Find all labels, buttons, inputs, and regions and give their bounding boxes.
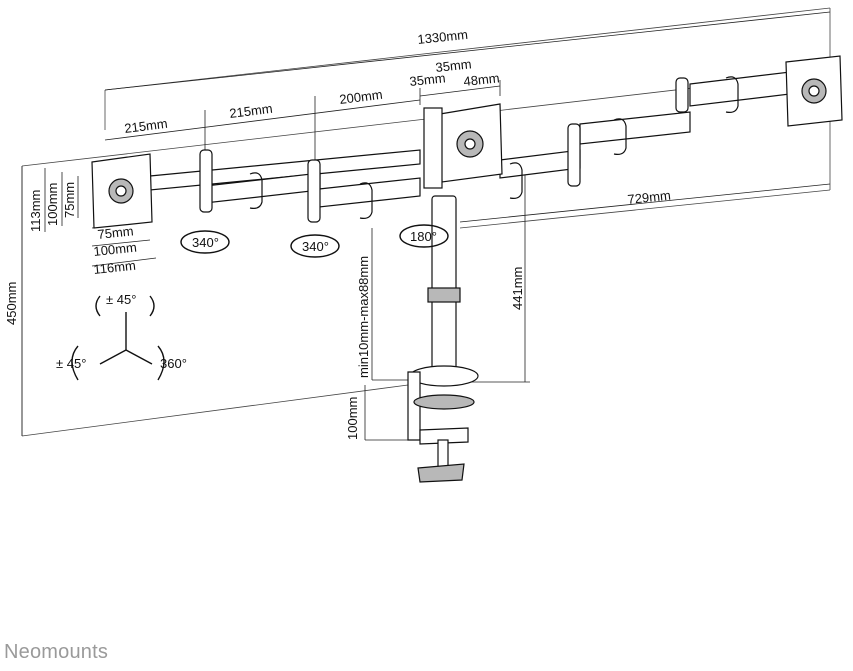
- label-vesa-w-116: 116mm: [93, 258, 137, 277]
- label-arm-2: 215mm: [229, 101, 274, 121]
- brand-logo-text: Neomounts: [4, 641, 109, 663]
- label-right-reach: 729mm: [627, 188, 672, 207]
- label-tilt-top: ± 45°: [106, 292, 136, 307]
- label-joint-middle: 340°: [302, 239, 329, 254]
- label-overall-height: 450mm: [4, 282, 19, 325]
- label-head-depth-2: 35mm: [409, 70, 446, 89]
- dimension-lines: [21, 11, 831, 441]
- vesa-plate-right: [785, 55, 843, 127]
- label-vesa-h-75: 75mm: [62, 182, 77, 218]
- label-joint-left: 340°: [192, 235, 219, 250]
- label-center-pivot: 180°: [410, 229, 437, 244]
- label-arm-3: 200mm: [339, 87, 384, 107]
- vesa-plate-left: [91, 153, 153, 229]
- label-total-width: 1330mm: [417, 27, 469, 47]
- label-vesa-h-100: 100mm: [45, 183, 60, 226]
- rotation-arrows: [71, 224, 449, 381]
- label-head-depth-1: 35mm: [435, 56, 472, 75]
- label-swivel: 360°: [160, 356, 187, 371]
- arm-assembly: [149, 71, 791, 223]
- rotation-labels: 340° 340° 180° ± 45° ± 45° 360°: [56, 229, 437, 371]
- label-vesa-w-75: 75mm: [97, 223, 134, 242]
- label-arm-1: 215mm: [124, 116, 169, 136]
- label-head-width: 48mm: [463, 70, 500, 89]
- label-vesa-w-100: 100mm: [93, 240, 138, 259]
- label-clamp-depth: 100mm: [345, 397, 360, 440]
- dimension-labels: 1330mm 215mm 215mm 200mm 35mm 35mm 48mm …: [4, 27, 671, 440]
- vesa-plate-center: [423, 103, 503, 189]
- label-tilt-left: ± 45°: [56, 356, 86, 371]
- label-clamp-range: min10mm-max88mm: [356, 256, 371, 378]
- pole-and-clamp: [407, 195, 479, 483]
- label-vesa-h-113: 113mm: [28, 190, 43, 232]
- label-pole-height: 441mm: [510, 267, 525, 310]
